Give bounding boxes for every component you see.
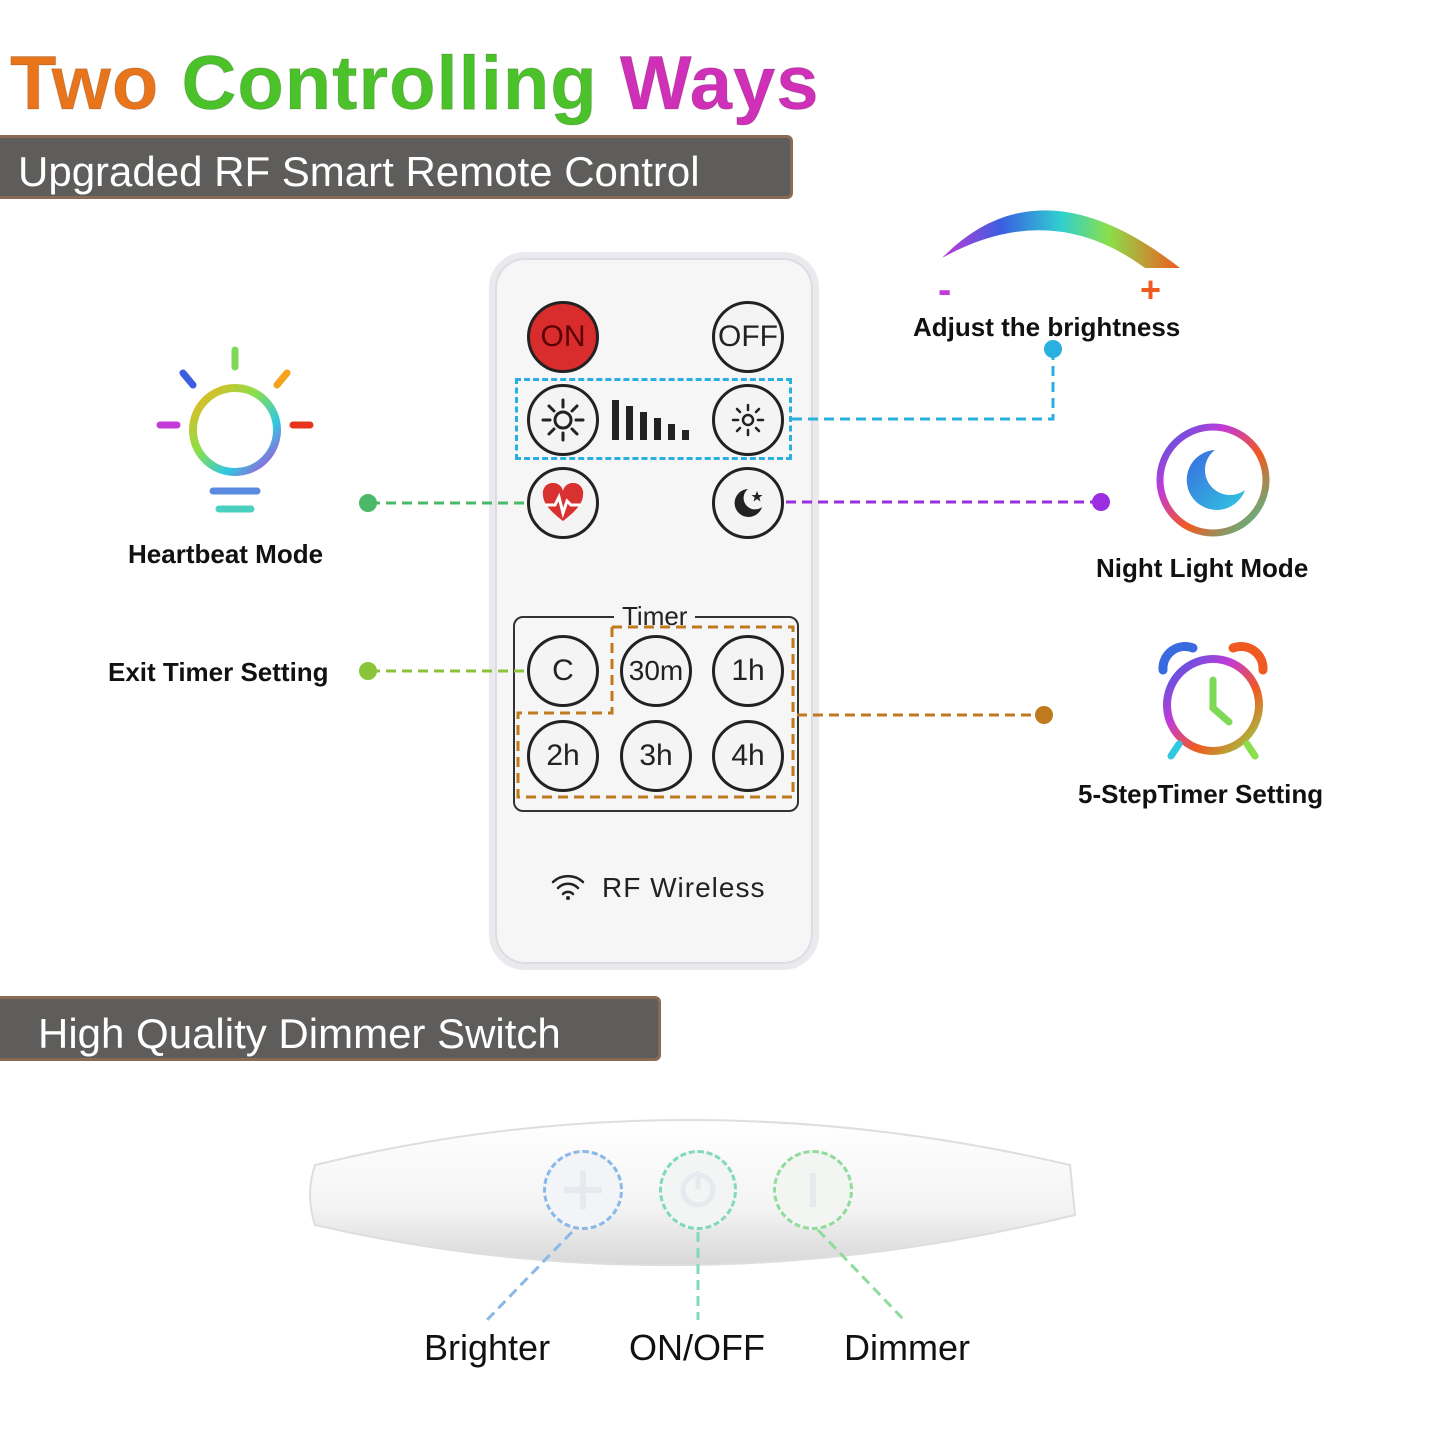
heartbeat-button[interactable] bbox=[527, 467, 599, 539]
dimmer-label: Dimmer bbox=[844, 1327, 970, 1368]
dimmer-section-banner: High Quality Dimmer Switch bbox=[0, 996, 661, 1061]
title-word-2: Controlling bbox=[181, 41, 598, 127]
remote-section-banner: Upgraded RF Smart Remote Control bbox=[0, 135, 793, 199]
timer-1h-button[interactable]: 1h bbox=[712, 635, 784, 707]
on-button[interactable]: ON bbox=[527, 301, 599, 373]
alarm-clock-icon bbox=[1158, 641, 1268, 760]
moon-star-icon bbox=[734, 489, 763, 517]
brighter-button[interactable] bbox=[527, 384, 599, 456]
sun-large-icon bbox=[541, 398, 585, 442]
heart-pulse-icon bbox=[542, 483, 584, 521]
timer-3h-button[interactable]: 3h bbox=[620, 720, 692, 792]
dimmer-dimmer-button[interactable] bbox=[773, 1150, 853, 1230]
brightness-minus: - bbox=[938, 268, 952, 312]
heartbeat-label: Heartbeat Mode bbox=[128, 539, 324, 569]
brightness-level-icon bbox=[612, 400, 689, 440]
night-light-icon bbox=[1156, 423, 1270, 537]
title-word-3: Ways bbox=[619, 41, 820, 127]
brightness-label: Adjust the brightness bbox=[913, 312, 1181, 342]
on-off-label: ON/OFF bbox=[629, 1327, 765, 1368]
night-light-button[interactable] bbox=[712, 467, 784, 539]
plus-icon bbox=[564, 1171, 602, 1209]
brightness-group-outline bbox=[515, 378, 792, 460]
dimmer-button[interactable] bbox=[712, 384, 784, 456]
timer-2h-button[interactable]: 2h bbox=[527, 720, 599, 792]
timer-clear-button[interactable]: C bbox=[527, 635, 599, 707]
exit-timer-label: Exit Timer Setting bbox=[108, 657, 329, 687]
sun-small-icon bbox=[731, 403, 765, 437]
dimmer-brighter-button[interactable] bbox=[543, 1150, 623, 1230]
timer-setting-label: 5-StepTimer Setting bbox=[1078, 779, 1324, 809]
rf-wireless-label: RF Wireless bbox=[602, 872, 766, 903]
night-light-label: Night Light Mode bbox=[1096, 553, 1309, 583]
power-icon bbox=[680, 1171, 716, 1208]
minus-icon bbox=[810, 1173, 816, 1207]
brighter-label: Brighter bbox=[424, 1327, 551, 1368]
wifi-icon bbox=[551, 874, 585, 900]
bulb-icon bbox=[156, 346, 314, 513]
timer-30m-button[interactable]: 30m bbox=[620, 635, 692, 707]
timer-label: Timer bbox=[614, 601, 696, 632]
timer-group-outline bbox=[516, 625, 795, 799]
off-button[interactable]: OFF bbox=[712, 301, 784, 373]
title-word-1: Two bbox=[9, 41, 160, 127]
rainbow-arc-icon bbox=[942, 210, 1180, 268]
brightness-plus: + bbox=[1140, 269, 1162, 310]
timer-4h-button[interactable]: 4h bbox=[712, 720, 784, 792]
dimmer-power-button[interactable] bbox=[659, 1150, 737, 1230]
page-title: Two Controlling Ways bbox=[9, 40, 820, 127]
